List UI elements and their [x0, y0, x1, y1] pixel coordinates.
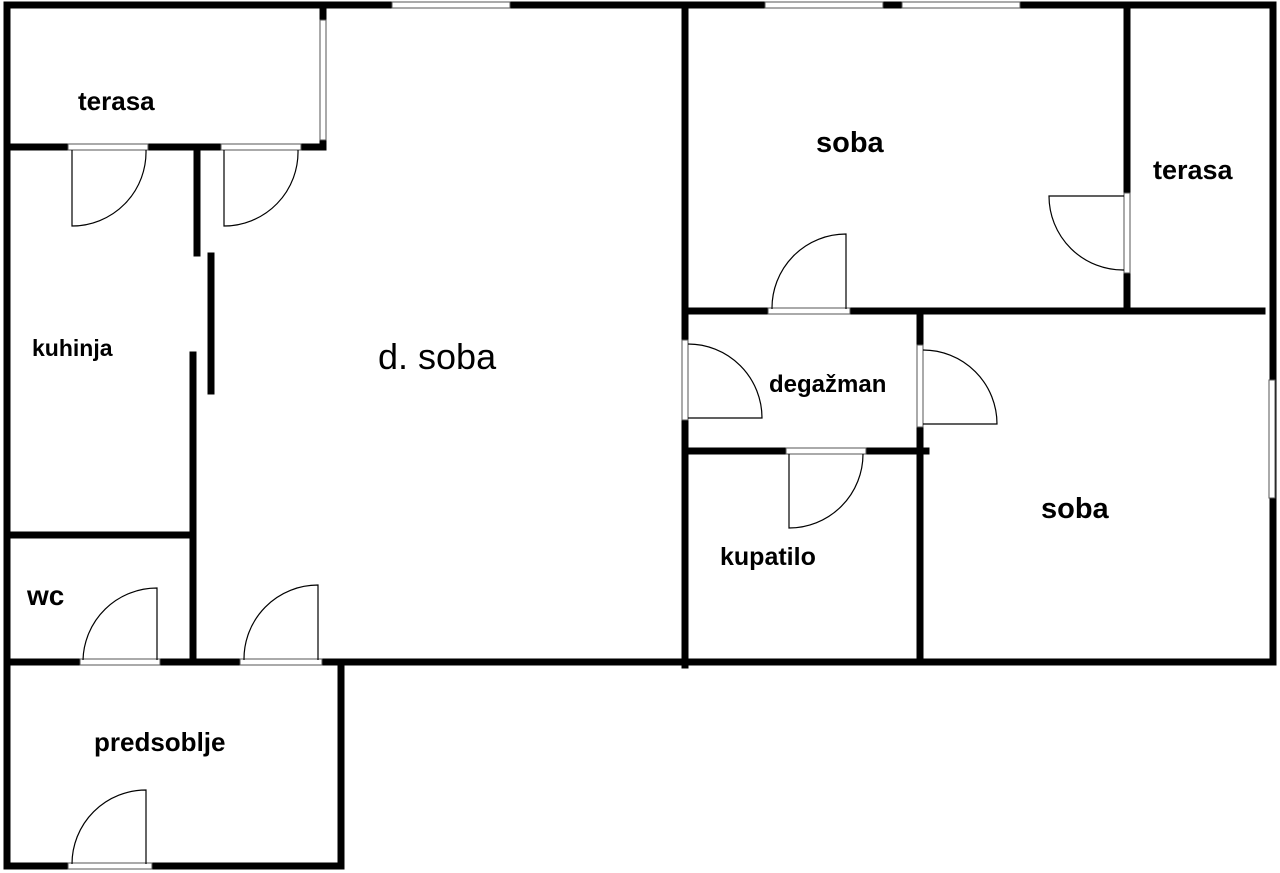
door-dsoba-terasa: [223, 149, 299, 227]
window-top-dsoba: [391, 1, 511, 9]
room-labels: terasa kuhinja wc predsoblje d. soba sob…: [26, 86, 1234, 757]
walls: [3, 1, 1277, 870]
door-frame-terasa-right: [1123, 192, 1131, 274]
door-predsoblje: [71, 789, 147, 865]
door-frame-predsoblje: [67, 862, 153, 870]
door-kupatilo: [788, 453, 864, 529]
door-terasa-right: [1048, 195, 1125, 271]
door-frame-kuhinja-terasa: [67, 143, 149, 151]
door-wc: [82, 587, 158, 661]
window-terasa-left: [319, 19, 327, 141]
room-label-dnevna-soba: d. soba: [378, 336, 497, 377]
window-top-soba-2: [901, 1, 1021, 9]
door-dsoba-entry: [243, 584, 319, 661]
room-label-terasa-right: terasa: [1153, 155, 1234, 185]
door-kuhinja-terasa: [71, 149, 147, 227]
window-right-soba: [1268, 379, 1276, 499]
door-frame-soba-bottom: [916, 344, 924, 428]
doors: [71, 149, 1125, 865]
wall-openings: [67, 1, 1276, 870]
door-frame-dsoba-terasa: [220, 143, 302, 151]
room-label-predsoblje: predsoblje: [94, 727, 225, 757]
room-label-wc: wc: [26, 580, 64, 611]
window-top-soba-1: [764, 1, 884, 9]
room-label-kupatilo: kupatilo: [720, 543, 816, 571]
room-label-soba-bottom: soba: [1041, 493, 1110, 525]
room-label-degazman: degažman: [769, 371, 886, 398]
room-label-soba-top: soba: [816, 127, 885, 159]
door-frame-degazman: [681, 339, 689, 421]
door-frame-dsoba-entry: [239, 658, 323, 666]
room-label-terasa-left: terasa: [78, 86, 155, 116]
door-frame-wc: [79, 658, 161, 666]
door-soba-bottom: [922, 349, 998, 425]
door-degazman: [687, 343, 763, 419]
door-frame-kupatilo: [785, 447, 867, 455]
room-label-kuhinja: kuhinja: [32, 335, 113, 361]
door-soba-top: [771, 233, 847, 310]
door-frame-soba-top: [767, 307, 851, 315]
